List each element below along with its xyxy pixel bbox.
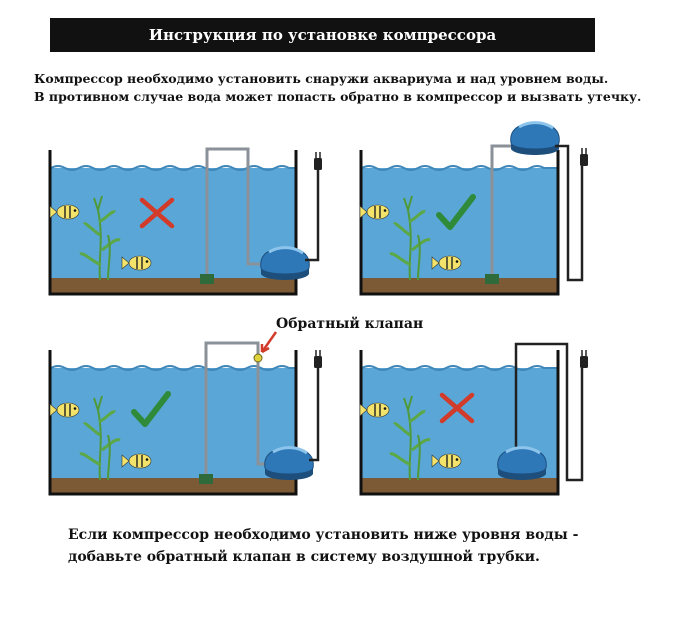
air-tube bbox=[204, 341, 268, 476]
tank-outline bbox=[359, 350, 560, 496]
plug-icon bbox=[579, 349, 589, 369]
compressor-icon bbox=[496, 446, 548, 482]
arrow-icon bbox=[260, 344, 270, 354]
footer-line-2: добавьте обратный клапан в систему возду… bbox=[68, 549, 540, 565]
plug-icon bbox=[313, 349, 323, 369]
compressor-icon bbox=[259, 246, 311, 282]
air-stone bbox=[485, 274, 499, 284]
check-valve-icon bbox=[253, 353, 263, 363]
intro-line-1: Компрессор необходимо установить снаружи… bbox=[34, 71, 609, 86]
footer-text: Если компрессор необходимо установить ни… bbox=[68, 524, 578, 568]
footer-line-1: Если компрессор необходимо установить ни… bbox=[68, 527, 579, 543]
air-tube bbox=[205, 147, 260, 276]
plug-icon bbox=[313, 151, 323, 171]
diagram-top-left bbox=[48, 147, 323, 296]
diagram-bottom-right bbox=[359, 342, 589, 496]
check-valve-label: Обратный клапан bbox=[276, 316, 424, 332]
compressor-icon bbox=[263, 446, 315, 482]
diagram-bottom-left bbox=[48, 331, 323, 496]
title-banner: Инструкция по установке компрессора bbox=[50, 18, 595, 52]
tank-outline bbox=[48, 350, 298, 496]
tank-outline bbox=[359, 150, 560, 296]
intro-text: Компрессор необходимо установить снаружи… bbox=[34, 70, 641, 106]
diagram-top-right bbox=[359, 121, 589, 296]
page-title: Инструкция по установке компрессора bbox=[148, 26, 497, 44]
air-stone bbox=[199, 474, 213, 484]
compressor-icon bbox=[509, 121, 561, 157]
soil bbox=[362, 278, 557, 293]
plug-icon bbox=[579, 147, 589, 167]
air-stone bbox=[200, 274, 214, 284]
intro-line-2: В противном случае вода может попасть об… bbox=[34, 89, 642, 104]
tank-outline bbox=[48, 150, 298, 296]
soil bbox=[51, 278, 295, 293]
soil bbox=[362, 478, 557, 493]
air-tube bbox=[514, 342, 584, 482]
soil bbox=[51, 478, 295, 493]
water bbox=[51, 368, 295, 483]
air-tube bbox=[490, 144, 516, 276]
